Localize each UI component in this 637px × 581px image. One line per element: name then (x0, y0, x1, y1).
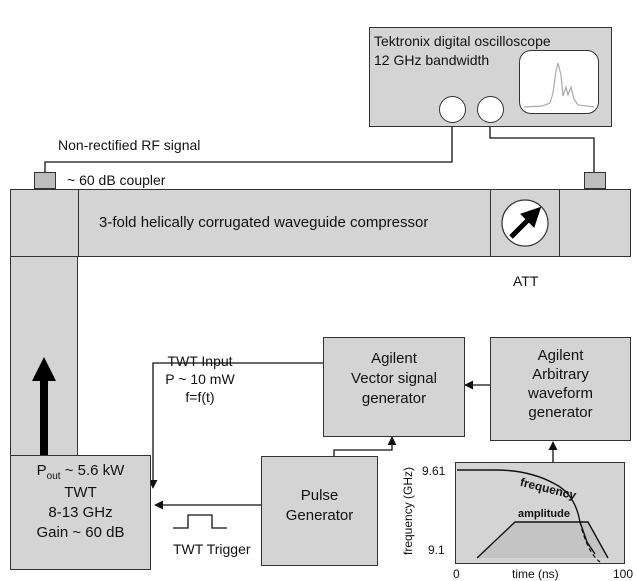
frequency-trace-dashed (579, 521, 601, 563)
twt-power: Pout ~ 5.6 kW (10, 462, 151, 483)
inset-y-label: frequency (GHz) (401, 466, 415, 555)
coupler-right-port (584, 172, 606, 189)
frequency-trace (457, 469, 596, 555)
twt-name: TWT (64, 484, 97, 501)
arb-gen-line2: Arbitrary (532, 366, 589, 383)
twt-gain: Gain ~ 60 dB (36, 524, 125, 541)
rf-signal-label: Non-rectified RF signal (58, 137, 201, 153)
waveguide-divider-left (78, 189, 79, 257)
arb-gen-line4: generator (528, 404, 593, 421)
inset-y-top: 9.61 (422, 464, 446, 478)
twt-power-value: ~ 5.6 kW (60, 462, 125, 479)
pulse-gen-line2: Generator (285, 507, 354, 524)
inset-plot (455, 462, 625, 564)
coupler-left-port (34, 172, 56, 189)
vector-gen-line2: Vector signal (351, 370, 437, 387)
inset-x-left: 0 (453, 567, 460, 581)
twt-input-line (148, 362, 323, 489)
rf-signal-cable-left (44, 111, 457, 172)
arb-gen-line1: Agilent (537, 347, 584, 364)
twt-trigger-label: TWT Trigger (173, 541, 251, 557)
inset-x-label: time (ns) (512, 567, 559, 581)
amplitude-trace (476, 521, 609, 559)
vector-gen-line1: Agilent (371, 350, 417, 367)
vector-gen-line3: generator (361, 390, 427, 407)
twt-amplifier (10, 455, 151, 570)
pulse-gen-line1: Pulse (300, 487, 339, 504)
power-flow-arrow (32, 357, 56, 458)
scope-input-1-icon (439, 96, 466, 123)
arb-gen-line3: waveform (527, 385, 594, 402)
twt-power-prefix: P (36, 462, 47, 479)
inset-amplitude-label: amplitude (518, 508, 570, 520)
coupler-label: ~ 60 dB coupler (67, 172, 166, 188)
inset-y-bottom: 9.1 (428, 543, 445, 557)
scope-input-2-icon (477, 96, 504, 123)
pulse-to-vector-arrow (333, 436, 397, 456)
vector-signal-generator (323, 337, 465, 437)
oscilloscope-title: Tektronix digital oscilloscope (374, 33, 551, 49)
inset-x-right: 100 (613, 567, 634, 581)
scope-trace-icon (523, 62, 595, 108)
waveguide-label: 3-fold helically corrugated waveguide co… (99, 214, 429, 231)
twt-input-title: TWT Input (167, 353, 233, 369)
oscilloscope-screen (519, 50, 599, 114)
arbitrary-waveform-generator (490, 337, 631, 441)
oscilloscope-bandwidth: 12 GHz bandwidth (374, 52, 490, 68)
trigger-pulse-symbol (173, 514, 227, 529)
pulse-generator (261, 456, 378, 566)
twt-band: 8-13 GHz (48, 504, 113, 521)
twt-power-sub: out (46, 471, 61, 482)
twt-input-freq: f=f(t) (185, 389, 215, 405)
waveguide-divider-right-1 (490, 189, 491, 257)
attenuator-dial-icon (501, 199, 549, 247)
waveguide-divider-right-2 (559, 189, 560, 257)
twt-input-power: P ~ 10 mW (165, 371, 235, 387)
attenuator-label: ATT (513, 273, 539, 289)
